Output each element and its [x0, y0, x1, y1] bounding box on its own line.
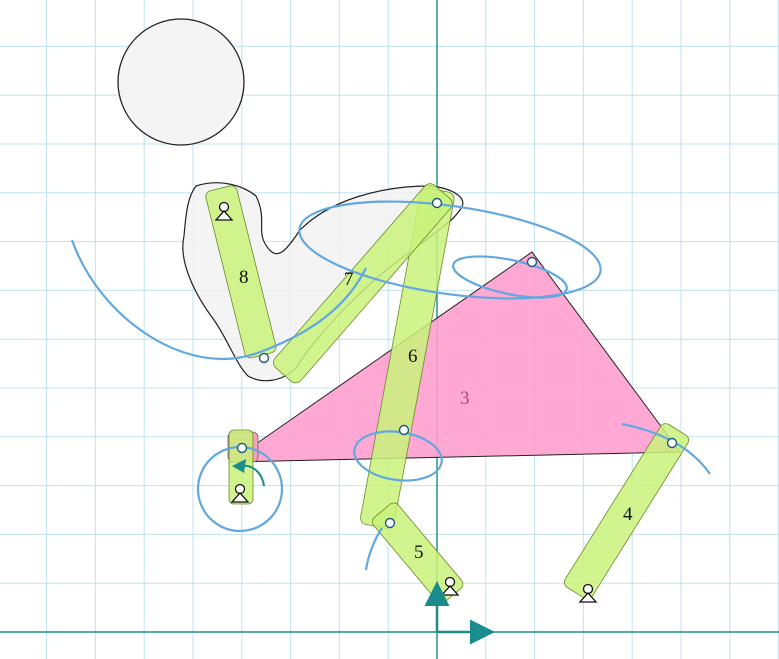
joint-link7-8[interactable] [258, 352, 270, 364]
coupler-curve-bottom-arc [364, 527, 383, 571]
joint-link6-mid[interactable] [398, 424, 410, 436]
ground-pivot-icon[interactable] [578, 583, 598, 603]
link-label-7: 7 [344, 269, 354, 290]
link-7[interactable]: 7 [271, 181, 455, 386]
rotation-arrow-icon [232, 459, 265, 487]
joint-top[interactable] [431, 197, 443, 209]
ground-pivot-icon[interactable] [230, 483, 250, 503]
ground-pivot-icon[interactable] [214, 201, 234, 221]
joints [236, 197, 678, 529]
link-4[interactable]: 4 [562, 421, 691, 601]
axis-arrow-icon [424, 581, 495, 645]
coupler-curve-large [70, 239, 367, 361]
coupler-curve-ellipse-right [452, 255, 568, 299]
link-label-6: 6 [408, 346, 418, 367]
joint-crank-tri[interactable] [236, 442, 248, 454]
link-label-8: 8 [239, 267, 249, 288]
coupler-curve-ellipse-top [298, 200, 602, 300]
body-label-3: 3 [460, 388, 470, 409]
link-label-5: 5 [414, 542, 424, 563]
ground-disk[interactable] [117, 18, 245, 146]
joint-link4-tri[interactable] [666, 437, 678, 449]
joint-tri-apex[interactable] [526, 256, 538, 268]
joint-link5-6[interactable] [384, 517, 396, 529]
link-label-4: 4 [623, 504, 633, 525]
